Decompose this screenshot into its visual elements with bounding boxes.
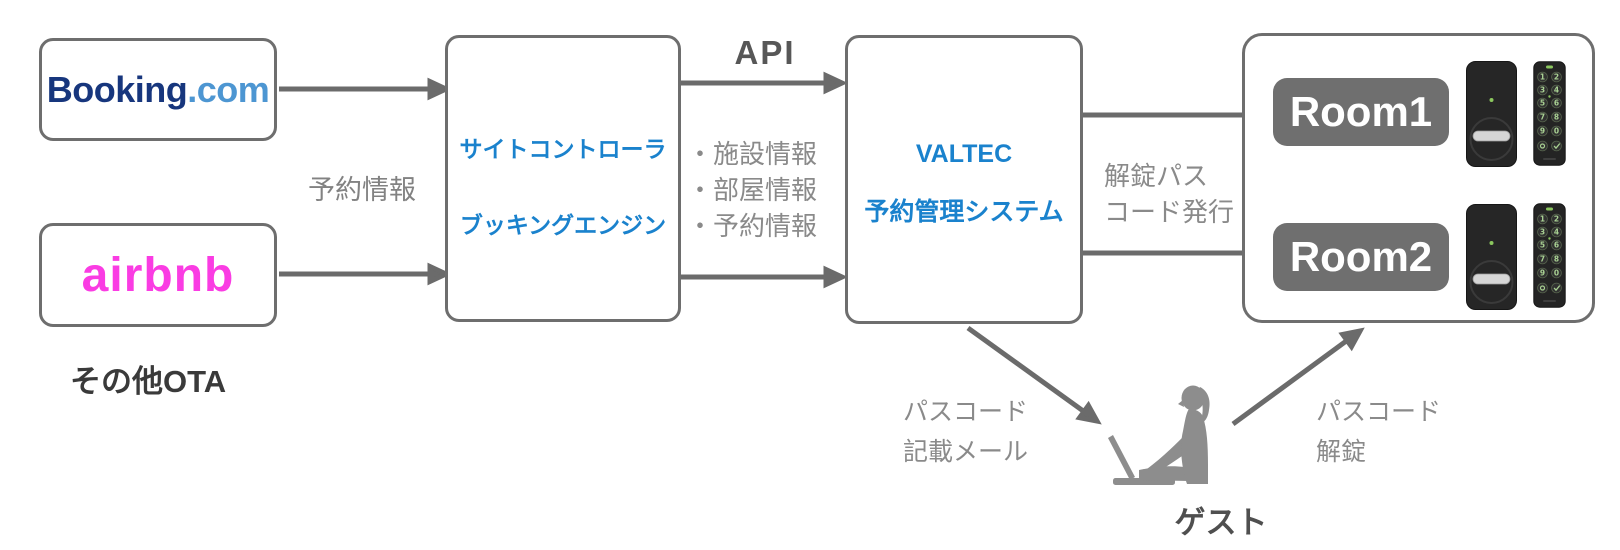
arrowhead-controller-to-pms-top [823, 71, 848, 95]
api-item-room: ・部屋情報 [687, 175, 818, 205]
pms-node: VALTEC 予約管理システム [845, 35, 1083, 324]
arrowhead-guest-to-rooms [1338, 327, 1365, 352]
arrowhead-booking-to-controller [427, 77, 452, 101]
laptop-screen-shape [1108, 435, 1135, 480]
pms-vendor-text: VALTEC [915, 139, 1013, 168]
site-controller-title: サイトコントローラ [459, 135, 667, 162]
reservation-info-label: 予約情報 [308, 175, 416, 205]
unlock-passcode-issue-label: 解錠パス コード発行 [1104, 158, 1234, 230]
arrowhead-controller-to-pms-bottom [823, 265, 848, 289]
passcode-mail-line1: パスコード [903, 398, 1029, 426]
booking-com-logo: Booking.com [47, 69, 270, 111]
pms-system-text: 予約管理システム [864, 197, 1064, 226]
api-item-facility: ・施設情報 [687, 139, 818, 169]
room2-badge: Room2 [1273, 223, 1449, 291]
passcode-unlock-line2: 解錠 [1316, 438, 1367, 466]
booking-engine-title: ブッキングエンジン [459, 211, 667, 238]
keypad-icon-room2 [1533, 203, 1566, 308]
unlock-passcode-issue-line2: コード発行 [1104, 197, 1235, 227]
passcode-mail-line2: 記載メール [903, 438, 1029, 466]
airbnb-node: airbnb [39, 223, 277, 327]
booking-com-node: Booking.com [39, 38, 277, 141]
room1-badge: Room1 [1273, 78, 1449, 146]
api-data-items: ・施設情報 ・部屋情報 ・予約情報 [687, 136, 817, 244]
passcode-unlock-line1: パスコード [1316, 398, 1442, 426]
smart-lock-icon-room2 [1465, 203, 1518, 311]
arrowhead-pms-to-guest [1075, 400, 1102, 425]
arrowhead-airbnb-to-controller [427, 262, 452, 286]
site-controller-node: サイトコントローラ ブッキングエンジン [445, 35, 681, 322]
passcode-unlock-label: パスコード 解錠 [1316, 392, 1441, 472]
api-label: API [734, 34, 796, 71]
booking-brand-text: Booking [46, 68, 188, 110]
booking-suffix-text: .com [187, 68, 270, 110]
keypad-icon-room1 [1533, 61, 1566, 166]
api-item-reservation: ・予約情報 [687, 211, 818, 241]
unlock-passcode-issue-line1: 解錠パス [1104, 161, 1209, 191]
guest-person-icon [1108, 385, 1210, 485]
guest-label: ゲスト [1174, 505, 1268, 540]
passcode-mail-label: パスコード 記載メール [903, 392, 1028, 472]
airbnb-logo: airbnb [81, 248, 235, 302]
smart-lock-icon-room1 [1465, 60, 1518, 168]
other-ota-label: その他OTA [70, 364, 227, 399]
rooms-container: Room1 Room2 [1242, 33, 1595, 323]
